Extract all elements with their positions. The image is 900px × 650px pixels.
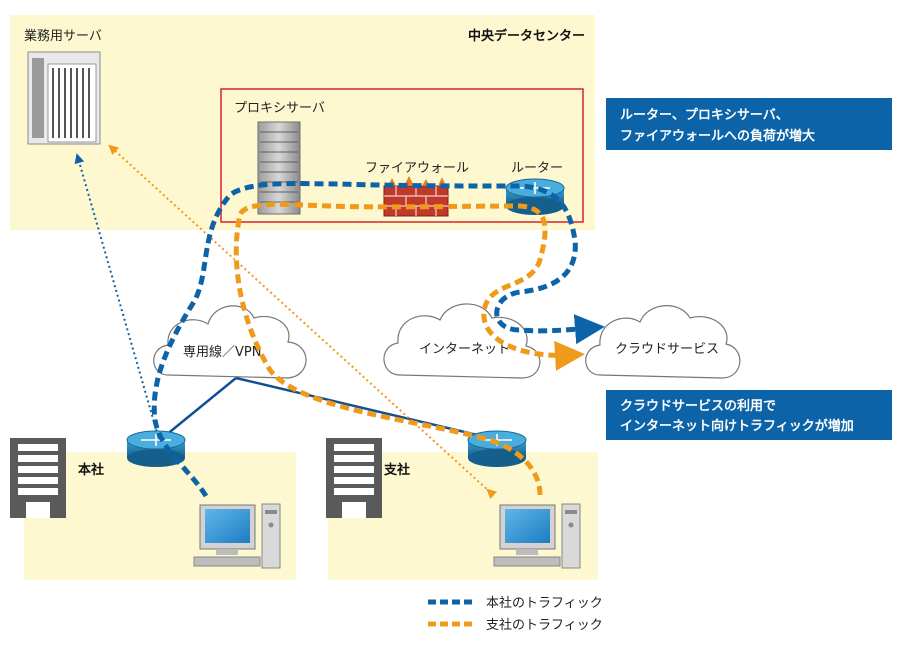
legend: 本社のトラフィック 支社のトラフィック — [428, 595, 603, 633]
branch-label: 支社 — [383, 462, 410, 478]
router-icon — [467, 430, 527, 467]
pc-icon — [193, 503, 281, 569]
hq-to-server-arrow — [74, 153, 159, 437]
firewall-label: ファイアウォール — [365, 161, 469, 176]
callout-load: ルーター、プロキシサーバ、 ファイアウォールへの負荷が増大 — [606, 98, 892, 150]
cloud-service-label: クラウドサービス — [615, 342, 719, 357]
rack-server-icon — [257, 121, 301, 215]
hq-label: 本社 — [78, 462, 104, 478]
cloud-icon — [153, 305, 307, 379]
internet-label: インターネット — [419, 342, 510, 357]
callout-traffic-line1: クラウドサービスの利用で — [620, 398, 776, 414]
building-icon — [326, 438, 382, 518]
proxy-label: プロキシサーバ — [234, 101, 325, 116]
vpn-label: 専用線／VPN — [183, 344, 261, 360]
datacenter-label: 中央データセンター — [468, 28, 585, 44]
callout-traffic: クラウドサービスの利用で インターネット向けトラフィックが増加 — [606, 390, 892, 440]
legend-branch-label: 支社のトラフィック — [486, 617, 603, 633]
business-server-label: 業務用サーバ — [24, 28, 102, 44]
branch-traffic-path — [233, 201, 585, 496]
callout-load-line2: ファイアウォールへの負荷が増大 — [620, 128, 815, 144]
cloud-icon — [585, 305, 741, 379]
legend-hq-label: 本社のトラフィック — [486, 595, 603, 611]
router-icon — [505, 178, 565, 215]
tower-server-icon — [27, 51, 101, 145]
hq-traffic-path — [151, 181, 605, 498]
callout-traffic-line2: インターネット向けトラフィックが増加 — [620, 418, 854, 434]
callout-load-line1: ルーター、プロキシサーバ、 — [620, 108, 789, 123]
branch-to-server-arrow — [108, 144, 498, 500]
building-icon — [10, 438, 66, 518]
pc-icon — [493, 503, 581, 569]
cloud-icon — [383, 303, 541, 379]
router-label: ルーター — [511, 161, 563, 176]
